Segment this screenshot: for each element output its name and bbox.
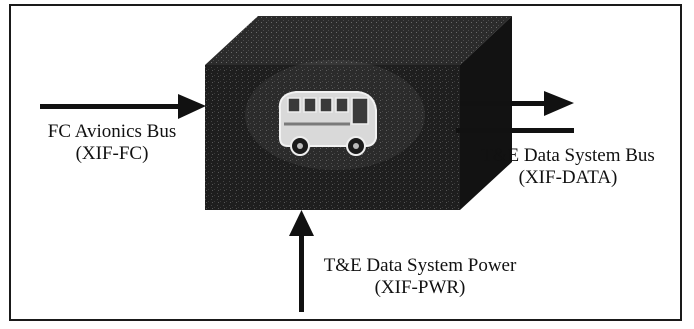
power-name: T&E Data System Power <box>306 255 534 277</box>
power-label: T&E Data System Power (XIF-PWR) <box>306 255 534 299</box>
power-id: (XIF-PWR) <box>306 277 534 299</box>
avionics-bus-id: (XIF-FC) <box>24 143 200 165</box>
data-bus-line <box>456 128 574 133</box>
avionics-input-arrow <box>40 94 206 119</box>
bus-icon <box>280 92 376 155</box>
data-bus-label: T&E Data System Bus (XIF-DATA) <box>462 145 674 189</box>
box-top-face <box>205 16 512 65</box>
avionics-bus-name: FC Avionics Bus <box>24 121 200 143</box>
data-bus-id: (XIF-DATA) <box>462 167 674 189</box>
avionics-bus-label: FC Avionics Bus (XIF-FC) <box>24 121 200 165</box>
data-bus-name: T&E Data System Bus <box>462 145 674 167</box>
